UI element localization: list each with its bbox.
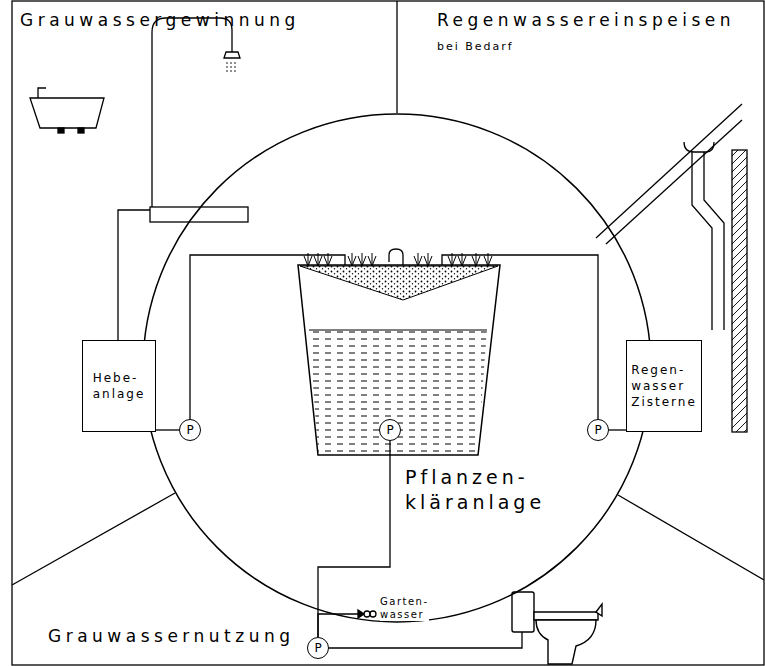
frame [12,1,764,665]
plant-stroke [414,253,422,266]
tank-box: Hebe- anlage [82,340,156,432]
plant-stroke [304,253,312,266]
divider-line [12,493,175,585]
circle-outline [143,114,651,622]
plant-stroke [358,253,366,266]
frame-and-dividers [12,1,764,665]
plant-stroke [448,253,456,266]
pump-symbol: P [307,637,329,659]
pump-symbol: P [587,419,609,441]
section-heading: Grauwassernutzung [48,626,295,646]
pump-symbol: P [379,419,401,441]
planted-filter-tank [298,253,500,455]
plant-stroke [424,253,432,266]
plant-stroke [348,253,356,266]
pump-symbol: P [179,419,201,441]
sink [30,88,104,133]
toilet [512,592,602,664]
plant-stroke [314,253,322,266]
pipe-connector [609,429,626,430]
shower [118,18,248,340]
garden-tap [370,611,376,617]
outlet-label: Garten- wasser [380,596,429,621]
pump-letter: P [594,424,601,436]
plant-stroke [484,253,492,266]
plant-stroke [458,253,466,266]
circle-outline [142,113,652,623]
pump-letter: P [186,424,193,436]
divider-line [618,495,764,580]
garden-tap [364,611,370,617]
node-title: Regen- wasser Zisterne [631,362,697,411]
garden-tap [358,610,364,618]
house-roof-gutter [596,104,747,432]
plant-stroke [368,253,376,266]
section-note: bei Bedarf [437,40,514,53]
section-heading: Grauwassergewinnung [20,10,300,30]
plant-stroke [472,253,480,266]
node-title: Hebe- anlage [93,370,146,402]
tank-box: Regen- wasser Zisterne [626,340,702,432]
pump-letter: P [314,642,321,654]
divider-line [396,1,397,113]
pipe-connector [156,429,179,430]
node-title: Pflanzen- kläranlage [405,465,545,514]
section-heading: Regenwassereinspeisen [437,10,735,30]
plant-stroke [324,253,332,266]
pump-letter: P [386,424,393,436]
toilet-pipe [329,632,522,648]
treatment-circle: Pflanzen- kläranlage P [142,113,652,623]
